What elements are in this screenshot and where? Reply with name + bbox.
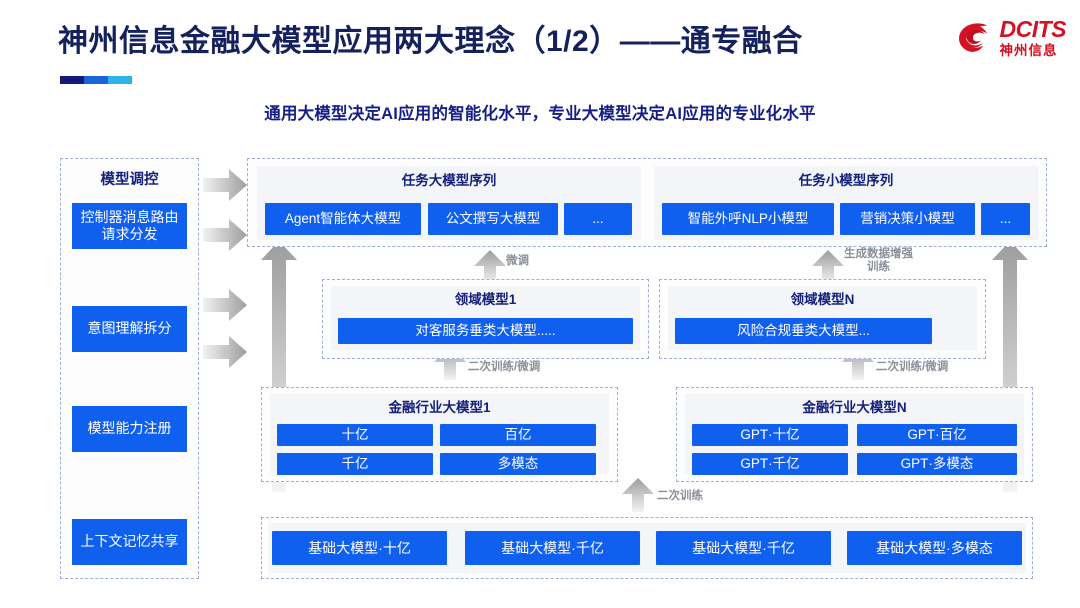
page-subtitle: 通用大模型决定AI应用的智能化水平，专业大模型决定AI应用的专业化水平 [264,105,816,123]
base-model-item-3[interactable]: 基础大模型·多模态 [847,531,1022,565]
task-group-1-item-2[interactable]: ... [981,203,1030,235]
arrow-up-left-tall [261,241,297,492]
base-model-item-2[interactable]: 基础大模型·千亿 [656,531,831,565]
sidebar-arrows [203,169,247,368]
label-finetune: 微调 [506,255,529,267]
industry-group-0-title: 金融行业大模型1 [388,400,491,415]
sidebar-item-3[interactable]: 上下文记忆共享 [72,519,187,565]
arrow-up-right-tall [992,241,1028,492]
task-group-0-item-0[interactable]: Agent智能体大模型 [265,203,421,235]
industry-group-1-item-2[interactable]: GPT·千亿 [692,453,848,475]
label-retrain-left: 二次训练/微调 [468,361,541,373]
label-retrain-right: 二次训练/微调 [876,361,949,373]
arrow-up-data-aug [812,250,844,284]
task-group-0-title: 任务大模型序列 [401,173,497,188]
logo-en: DCITS [999,16,1067,43]
logo-cn: 神州信息 [999,43,1058,59]
brand-logo: DCITS 神州信息 [954,18,1067,58]
industry-group-0-item-1[interactable]: 百亿 [440,424,596,446]
label-data-aug: 生成数据增强 训练 [844,248,913,274]
sidebar-title: 模型调控 [100,172,159,188]
label-retrain-bottom: 二次训练 [657,490,703,502]
industry-group-0-item-3[interactable]: 多模态 [440,453,596,475]
industry-group-0-item-2[interactable]: 千亿 [277,453,433,475]
domain-group-0-item-0[interactable]: 对客服务垂类大模型..... [338,318,633,344]
industry-group-1-item-1[interactable]: GPT·百亿 [857,424,1017,446]
task-group-0-item-2[interactable]: ... [564,203,632,235]
swirl-logo-icon [958,23,987,52]
base-model-item-1[interactable]: 基础大模型·千亿 [465,531,640,565]
base-model-item-0[interactable]: 基础大模型·十亿 [272,531,447,565]
task-group-1-item-1[interactable]: 营销决策小模型 [840,203,975,235]
arrow-up-retrain-bottom [622,478,654,512]
sidebar-item-2[interactable]: 模型能力注册 [72,406,187,452]
industry-group-1-item-0[interactable]: GPT·十亿 [692,424,848,446]
domain-group-1-item-0[interactable]: 风险合规垂类大模型... [675,318,932,344]
domain-group-1-title: 领域模型N [790,292,855,307]
task-group-0-item-1[interactable]: 公文撰写大模型 [428,203,558,235]
sidebar-item-0[interactable]: 控制器消息路由请求分发 [72,203,187,249]
domain-group-0-title: 领域模型1 [454,292,517,307]
page-title: 神州信息金融大模型应用两大理念（1/2）——通专融合 [58,25,803,58]
accent-bar [60,76,132,84]
task-group-1-title: 任务小模型序列 [798,173,894,188]
arrow-up-finetune [474,250,506,284]
industry-group-0-item-0[interactable]: 十亿 [277,424,433,446]
sidebar-item-1[interactable]: 意图理解拆分 [72,306,187,352]
industry-group-1-title: 金融行业大模型N [802,400,907,415]
logo-text: DCITS 神州信息 [1000,18,1067,58]
industry-group-1-item-3[interactable]: GPT·多模态 [857,453,1017,475]
task-group-1-item-0[interactable]: 智能外呼NLP小模型 [662,203,834,235]
